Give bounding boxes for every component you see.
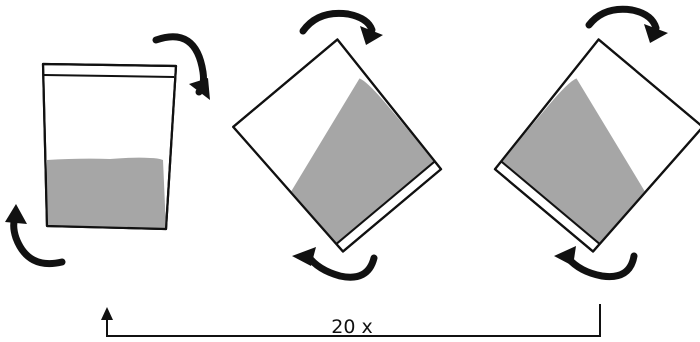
bag-outline xyxy=(493,38,700,253)
zip-seal xyxy=(500,160,601,245)
rotate-arrow-bag3-bottom xyxy=(554,246,638,281)
curved-arrow-icon xyxy=(564,252,638,281)
bag-tilted-right xyxy=(493,38,700,253)
rotate-arrow-bag1-top xyxy=(152,33,210,100)
bag-outline xyxy=(41,62,178,231)
liquid-fill xyxy=(501,78,646,244)
zip-seal xyxy=(335,160,436,245)
arrowhead xyxy=(554,246,576,266)
curved-arrow-icon xyxy=(304,252,378,281)
rotate-arrow-bag2-bottom xyxy=(292,247,378,281)
liquid-fill xyxy=(47,157,166,229)
loop-arrow xyxy=(101,304,601,337)
curved-arrow-icon xyxy=(299,9,376,35)
liquid-fill xyxy=(290,78,435,244)
bag-tilted-left xyxy=(232,38,443,253)
bag-upright xyxy=(41,62,178,231)
curved-arrow-icon xyxy=(10,214,66,267)
curved-arrow-icon xyxy=(585,5,660,32)
repeat-count-label: 20 x xyxy=(331,316,372,338)
arrowhead xyxy=(644,24,668,43)
arrowhead xyxy=(360,26,383,45)
rotate-arrow-bag2-top xyxy=(299,9,383,45)
bag-outline xyxy=(232,38,443,253)
arrowhead xyxy=(101,307,113,320)
rotate-arrow-bag3-top xyxy=(585,5,668,43)
arrowhead xyxy=(5,204,27,224)
return-arrow-icon xyxy=(106,304,601,337)
rotate-arrow-bag1-bottom xyxy=(5,204,66,267)
arrowhead xyxy=(189,78,210,100)
zip-seal xyxy=(43,74,175,78)
arrowhead xyxy=(292,247,316,266)
